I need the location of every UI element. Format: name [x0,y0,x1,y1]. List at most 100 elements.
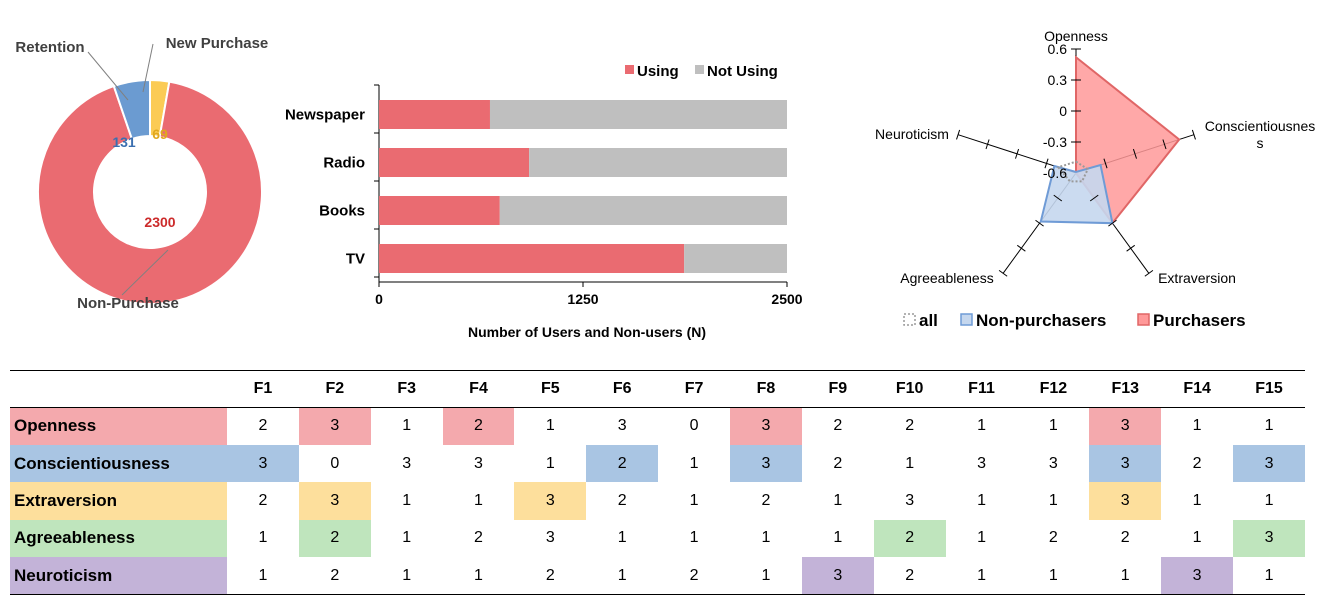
table-cell: 1 [1264,417,1274,435]
table-cell: 0 [689,417,699,435]
donut-data-label-retention: 131 [112,134,136,150]
table-cell: 2 [1120,529,1130,547]
table-cell: 2 [833,454,843,472]
table-cell: 2 [761,491,771,509]
table-cell: 1 [689,529,699,547]
bar-radio-not-using [529,148,787,177]
table-column-header-f14: F14 [1183,380,1211,397]
table-cell: 1 [1264,566,1274,584]
table-cell: 1 [977,529,986,547]
table-row-label-openness: Openness [10,407,227,445]
table-cell: 3 [1089,482,1162,520]
bar-radio-using [379,148,530,177]
radar-axis-tick [1044,158,1049,169]
table-column-header-f12: F12 [1039,380,1068,397]
new-purchase-leader-line [142,43,154,93]
table-column-header-f3: F3 [397,380,416,397]
table-cell: 1 [1192,491,1202,509]
table-cell: 1 [545,454,555,472]
bar-x-tick-label: 0 [375,291,383,307]
radar-axis-tick [1053,194,1063,202]
table-cell: 1 [402,566,412,584]
bar-tv-not-using [684,244,787,273]
table-cell: 1 [1264,491,1274,509]
radar-axis-tick [1144,269,1154,277]
table-cell: 2 [833,417,843,435]
table-cell: 3 [1233,444,1305,483]
radar-legend-label-purchasers: Purchasers [1153,311,1246,330]
table-column-header-f11: F11 [968,380,995,397]
table-cell: 3 [801,557,874,595]
donut-category-label-retention: Retention [15,39,84,56]
radar-tick-label: 0.6 [1048,41,1068,57]
table-cell: 2 [298,519,371,558]
table-column-header-f8: F8 [756,380,776,397]
donut-category-label-new-purchase: New Purchase [166,35,269,52]
table-cell: 3 [298,482,371,520]
table-cell: 1 [545,417,555,435]
table-cell: 1 [402,417,412,435]
radar-axis-tick [1103,158,1108,169]
radar-axis-label-neuroticism: Neuroticism [875,126,949,142]
table-cell: 2 [545,566,555,584]
table-row-label-neuroticism: Neuroticism [10,557,227,595]
table-cell: 2 [586,444,659,483]
table-column-header-f13: F13 [1111,380,1140,397]
bar-x-tick-label: 2500 [771,291,802,307]
table-cell: 1 [689,491,699,509]
table-cell: 2 [905,417,915,435]
table-cell: 1 [402,491,412,509]
table-cell: 3 [730,407,802,445]
table-cell: 3 [977,454,986,472]
radar-axis-label-openness: Openness [1044,28,1108,44]
radar-axis-tick [1162,139,1167,150]
legend-swatch-using [625,65,634,74]
legend-label-not-using: Not Using [707,63,778,80]
table-cell: 2 [442,407,515,445]
table-cell: 1 [833,529,843,547]
table-row-label-conscientiousness: Conscientiousness [10,444,227,483]
donut-slice-retention [112,78,151,141]
table-cell: 3 [545,529,555,547]
table-cell: 3 [298,407,371,445]
table-cell: 1 [617,529,627,547]
table-cell: 3 [402,454,412,472]
radar-axis-label-wrap: s [1257,135,1264,151]
radar-axis-tick [1132,148,1137,159]
table-cell: 1 [617,566,627,584]
bar-x-axis-title: Number of Users and Non-users (N) [468,324,706,340]
bar-category-label-tv: TV [346,251,365,268]
table-column-header-f9: F9 [828,380,848,397]
table-cell: 3 [617,417,627,435]
bar-category-label-radio: Radio [323,155,365,172]
table-cell: 2 [330,566,340,584]
table-cell: 2 [474,529,483,547]
table-cell: 3 [474,454,483,472]
radar-axis-tick [1126,244,1136,252]
radar-axis-tick [1108,219,1117,227]
radar-axis-label-agreeableness: Agreeableness [900,270,993,286]
table-cell: 3 [905,491,915,509]
table-cell: 2 [258,417,268,435]
table-cell: 1 [1120,566,1130,584]
bar-newspaper-not-using [489,100,787,129]
radar-tick-label: 0 [1059,103,1067,119]
table-column-header-f1: F1 [253,380,273,397]
table-cell: 1 [689,454,699,472]
radar-axis-label-extraversion: Extraversion [1158,270,1236,286]
radar-axis-tick [956,129,961,140]
table-cell: 1 [761,529,771,547]
table-row-label-agreeableness: Agreeableness [10,519,227,558]
table-row-label-extraversion: Extraversion [10,482,227,520]
non-purchase-leader-line [121,249,169,296]
table-cell: 0 [330,454,340,472]
table-column-header-f7: F7 [684,380,704,397]
radar-axis-tick [1016,244,1026,252]
table-cell: 1 [474,566,483,584]
